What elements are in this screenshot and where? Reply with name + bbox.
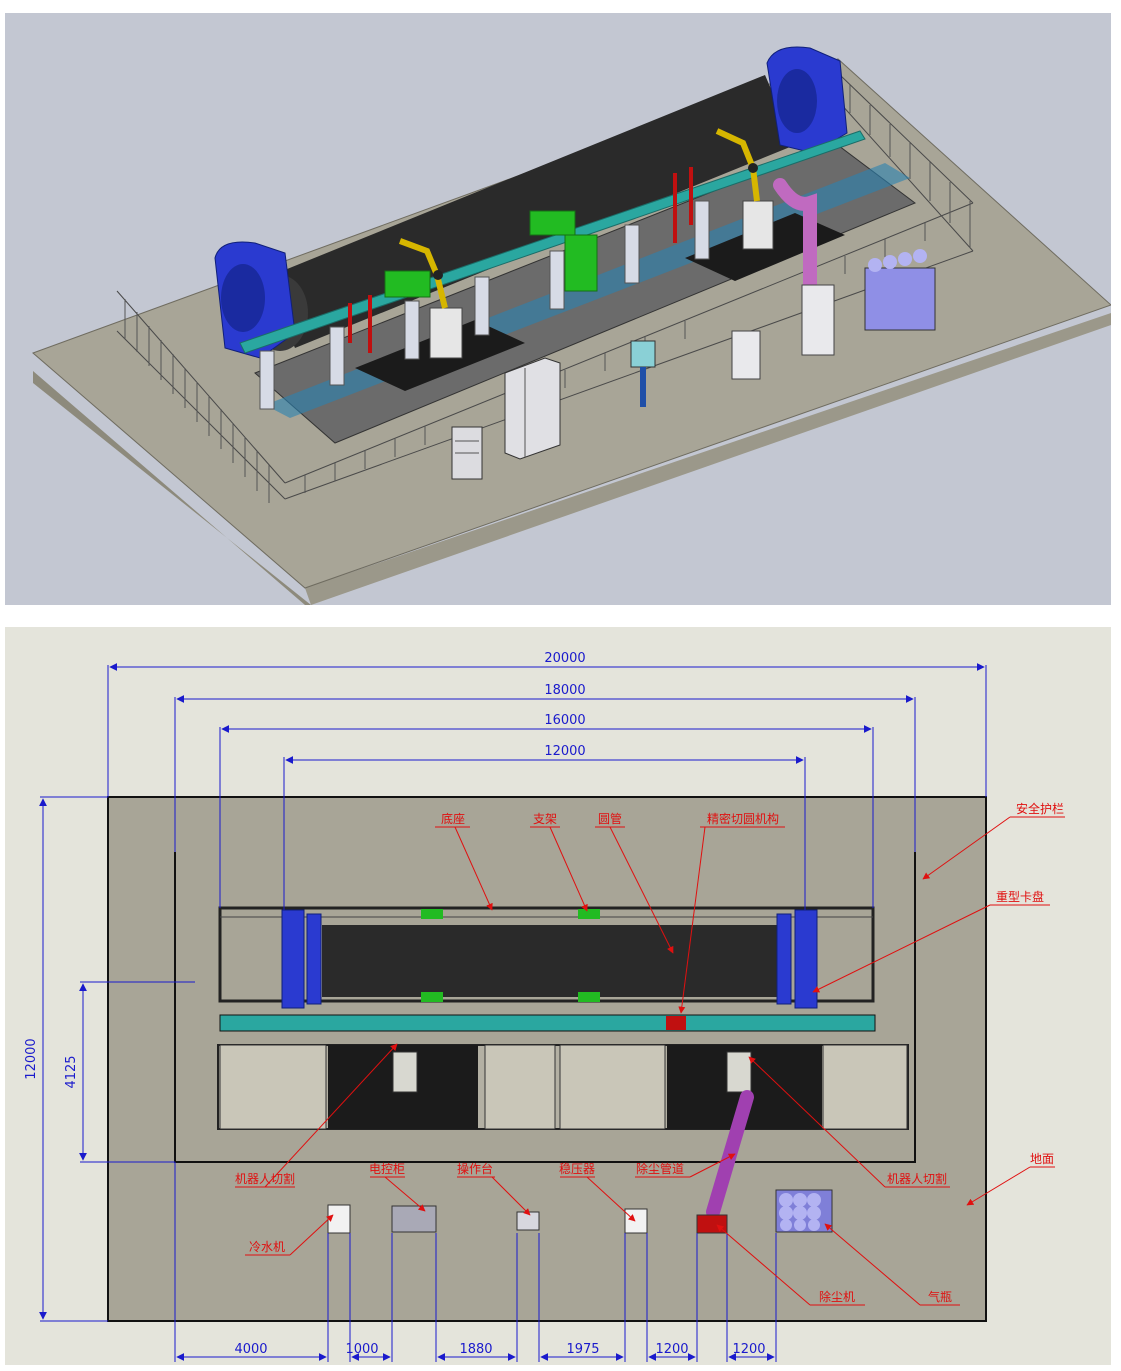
supports-plan: [421, 909, 600, 1002]
dimension-18000: 18000: [544, 683, 585, 698]
floor-slab-front: [305, 313, 1111, 605]
dust-collector: [801, 284, 835, 356]
label-control-cabinet: 电控柜: [369, 1162, 405, 1176]
heavy-chuck-left-plan: [281, 909, 305, 1009]
pipe-plan: [322, 925, 777, 997]
heavy-chuck-right: [766, 46, 848, 154]
dimension-12000-top: 12000: [544, 744, 585, 759]
label-leaders: [235, 816, 1065, 1306]
robot-arm-right: [715, 128, 774, 250]
dimension-1975: 1975: [566, 1342, 599, 1357]
base-frame: [218, 906, 875, 1003]
heavy-chuck-right-plan-2: [776, 913, 792, 1005]
heavy-chuck-right-plan: [794, 909, 818, 1009]
dimension-lines-bottom: [174, 1162, 777, 1362]
plan-view-panel: 20000 18000 16000 12000 12000 4125: [5, 627, 1111, 1365]
dust-duct: [773, 178, 817, 295]
heavy-chuck-left-plan-2: [306, 913, 322, 1005]
gas-cylinders: [864, 249, 936, 331]
dimension-16000: 16000: [544, 713, 585, 728]
dimension-lines-left: [39, 796, 195, 1322]
heavy-chuck-left: [214, 241, 296, 359]
support-green-left: [384, 270, 431, 298]
label-support: 支架: [533, 812, 557, 826]
support-green-top: [529, 210, 576, 236]
dimension-1200-b: 1200: [732, 1342, 765, 1357]
label-robot-cutting-left: 机器人切割: [235, 1171, 295, 1186]
safety-fence-outline: [174, 852, 916, 1163]
chiller-plan: [327, 1204, 351, 1234]
gantry-rail-plan: [219, 1014, 876, 1032]
chiller: [451, 426, 483, 480]
dimension-1880: 1880: [459, 1342, 492, 1357]
label-chiller: 冷水机: [249, 1240, 285, 1254]
robot-plan-left: [392, 1051, 418, 1093]
dimension-1200-a: 1200: [655, 1342, 688, 1357]
voltage-stabilizer-plan: [624, 1208, 648, 1234]
label-dust-duct: 除尘管道: [636, 1161, 684, 1176]
label-precision-cutting: 精密切圆机构: [707, 811, 779, 826]
operation-console: [630, 340, 656, 407]
robot-plan-right: [726, 1051, 752, 1093]
label-dust-collector: 除尘机: [819, 1289, 855, 1304]
label-base: 底座: [441, 811, 465, 826]
label-robot-cutting-right: 机器人切割: [887, 1171, 947, 1186]
iso-view-panel: [5, 13, 1111, 605]
dimension-1000: 1000: [345, 1342, 378, 1357]
label-pipe: 圆管: [598, 811, 622, 826]
dimension-4000: 4000: [234, 1342, 267, 1357]
label-gas-cylinder: 气瓶: [928, 1289, 952, 1304]
dimension-12000-left: 12000: [24, 1038, 39, 1079]
gantry-pillars: [259, 200, 710, 410]
cutting-bed-plan: [217, 1044, 909, 1130]
dimension-lines-top: [107, 663, 987, 910]
voltage-stabilizer: [731, 330, 761, 380]
gas-cylinders-plan: [775, 1189, 833, 1233]
precision-cutting-block: [666, 1016, 686, 1030]
label-operation-console: 操作台: [457, 1161, 493, 1176]
iso-view-drawing: [32, 46, 1111, 605]
label-heavy-chuck: 重型卡盘: [996, 889, 1044, 904]
label-voltage-stabilizer: 稳压器: [559, 1161, 595, 1176]
plan-view-drawing: 20000 18000 16000 12000 12000 4125: [24, 651, 1065, 1362]
control-cabinet-plan: [391, 1205, 437, 1233]
safety-fence-posts: [124, 85, 971, 503]
dimension-20000: 20000: [544, 651, 585, 666]
dimension-4125: 4125: [64, 1055, 79, 1088]
support-green-mid: [564, 234, 598, 292]
red-support-posts: [348, 167, 693, 353]
operation-console-plan: [516, 1211, 540, 1231]
robot-arm-left: [398, 238, 463, 359]
label-safety-fence: 安全护栏: [1016, 801, 1064, 816]
control-cabinet: [504, 357, 561, 460]
label-ground: 地面: [1030, 1152, 1054, 1166]
